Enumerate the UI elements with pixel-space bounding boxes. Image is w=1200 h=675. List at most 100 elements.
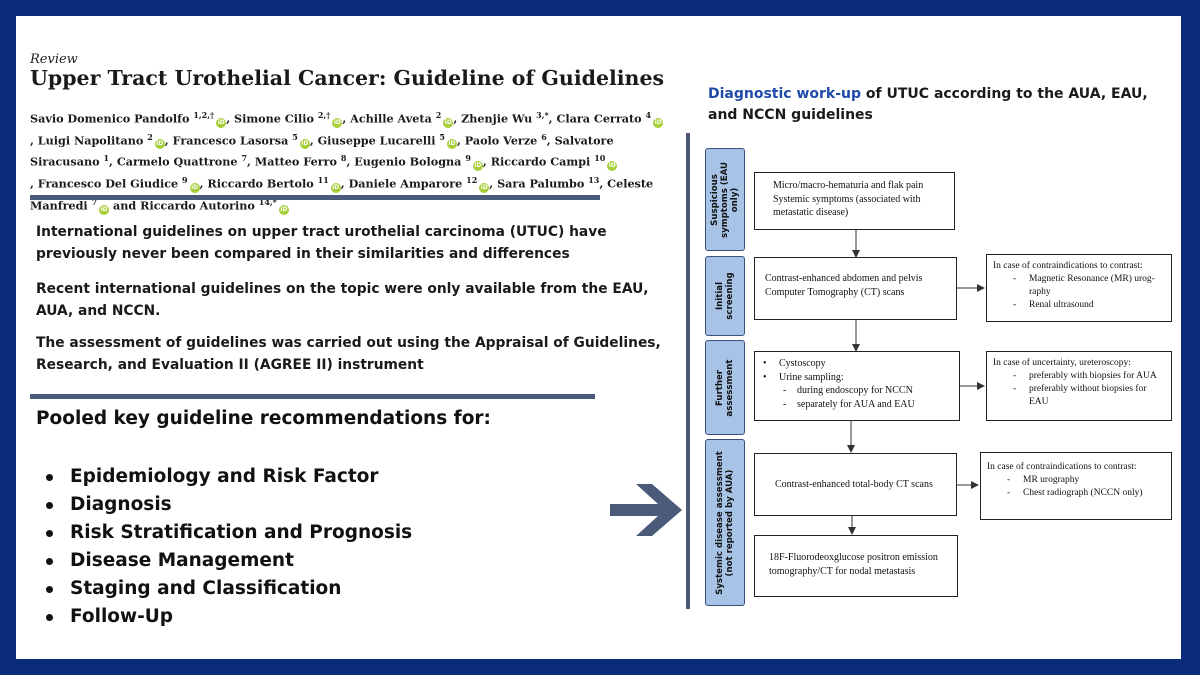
orcid-icon[interactable]: iD <box>216 117 227 128</box>
list-item: Risk Stratification and Prognosis <box>36 519 412 547</box>
author-separator: , <box>164 133 173 148</box>
author-name: Simone Cilio <box>234 111 314 126</box>
orcid-icon[interactable]: iD <box>446 139 457 150</box>
stage-initial-screening: Initial screening <box>705 256 745 336</box>
author-name: Paolo Verze <box>464 133 538 148</box>
bullet-icon <box>46 502 53 509</box>
author-separator: , <box>30 133 38 148</box>
recommendations-heading: Pooled key guideline recommendations for… <box>36 408 491 429</box>
author-separator: , <box>453 111 462 126</box>
author-separator: , <box>548 111 557 126</box>
list-item: Disease Management <box>36 547 412 575</box>
author-affiliation: 11 <box>317 175 329 186</box>
author-separator: and <box>109 198 141 213</box>
slide: Review Upper Tract Urothelial Cancer: Gu… <box>16 16 1181 659</box>
stage-suspicious-symptoms: Suspicious symptoms (EAU only) <box>705 148 745 251</box>
orcid-icon[interactable]: iD <box>189 182 200 193</box>
bullet-icon <box>46 614 53 621</box>
author-name: Clara Cerrato <box>556 111 642 126</box>
orcid-icon[interactable]: iD <box>154 139 165 150</box>
author-affiliation: 14,* <box>258 196 277 207</box>
orcid-icon[interactable]: iD <box>278 204 289 215</box>
stage-systemic-disease: Systemic disease assessment (not reporte… <box>705 439 745 606</box>
summary-point-1: International guidelines on upper tract … <box>36 224 607 262</box>
author-name: Celeste Manfredi <box>30 176 654 213</box>
bullet-icon <box>46 586 53 593</box>
author-affiliation: 2 <box>435 110 442 120</box>
uncertainty-box: In case of uncertainty, ureteroscopy: pr… <box>986 351 1172 421</box>
list-item: Follow-Up <box>36 603 412 631</box>
author-name: Zhenjie Wu <box>461 111 533 126</box>
orcid-icon[interactable]: iD <box>99 204 110 215</box>
orcid-icon[interactable]: iD <box>607 161 618 172</box>
author-affiliation: 5 <box>292 131 298 142</box>
section-divider-bottom <box>30 394 595 399</box>
author-separator: , <box>199 176 208 191</box>
author-list: Savio Domenico Pandolfo 1,2,†iD, Simone … <box>30 106 680 215</box>
author-separator: , <box>456 133 465 148</box>
right-arrow-icon <box>610 484 682 536</box>
author-affiliation: 5 <box>439 131 445 142</box>
section-divider-top <box>30 195 600 200</box>
orcid-icon[interactable]: iD <box>443 117 454 128</box>
orcid-icon[interactable]: iD <box>472 161 483 172</box>
author-separator: , <box>482 155 491 170</box>
author-separator: , <box>30 176 38 191</box>
author-name: Carmelo Quattrone <box>116 155 238 170</box>
author-affiliation: 2,† <box>317 110 331 120</box>
author-name: Giuseppe Lucarelli <box>317 133 436 148</box>
ct-scan-box: Contrast-enhanced abdomen and pelvis Com… <box>754 257 957 320</box>
bullet-icon <box>46 474 53 481</box>
author-affiliation: 2 <box>147 131 153 142</box>
author-affiliation: 12 <box>466 175 478 186</box>
stage-further-assessment: Further assessment <box>705 340 745 435</box>
author-name: Sara Palumbo <box>497 176 585 191</box>
flowchart-title: Diagnostic work-up of UTUC according to … <box>708 84 1178 126</box>
author-separator: , <box>247 155 255 170</box>
flowchart-title-rest: of UTUC according to the AUA, EAU, and N… <box>708 86 1148 123</box>
summary-point-2: Recent international guidelines on the t… <box>36 281 649 319</box>
author-separator: , <box>340 176 349 191</box>
author-name: Daniele Amparore <box>348 176 463 191</box>
orcid-icon[interactable]: iD <box>299 139 310 150</box>
article-type-label: Review <box>30 52 78 67</box>
author-affiliation: 1 <box>103 153 110 164</box>
author-name: Francesco Lasorsa <box>172 133 289 148</box>
symptoms-box: Micro/macro-hematuria and flak pain Syst… <box>754 172 955 230</box>
summary-point-3: The assessment of guidelines was carried… <box>36 335 661 373</box>
author-affiliation: 9 <box>465 153 471 164</box>
author-name: Achille Aveta <box>350 111 432 126</box>
author-affiliation: 3,* <box>536 110 549 120</box>
author-name: Savio Domenico Pandolfo <box>30 111 190 126</box>
list-item: Epidemiology and Risk Factor <box>36 463 412 491</box>
flowchart-connectors <box>847 230 985 535</box>
column-divider <box>686 133 690 609</box>
author-name: Riccardo Campi <box>490 155 591 170</box>
flowchart-title-accent: Diagnostic work-up <box>708 86 862 102</box>
total-body-ct-box: Contrast-enhanced total-body CT scans <box>754 453 957 516</box>
author-separator: , <box>109 155 117 170</box>
bullet-icon <box>46 558 53 565</box>
author-separator: , <box>546 133 555 148</box>
orcid-icon[interactable]: iD <box>332 117 343 128</box>
author-separator: , <box>342 111 351 126</box>
author-separator: , <box>226 111 235 126</box>
orcid-icon[interactable]: iD <box>479 182 490 193</box>
author-affiliation: 8 <box>340 153 347 164</box>
bullet-icon <box>46 530 53 537</box>
total-body-alternatives-box: In case of contraindications to contrast… <box>980 452 1172 520</box>
paper-title: Upper Tract Urothelial Cancer: Guideline… <box>30 66 665 90</box>
author-name: Riccardo Bertolo <box>207 176 314 191</box>
author-affiliation: 6 <box>541 131 547 142</box>
recommendations-list: Epidemiology and Risk Factor Diagnosis R… <box>36 463 412 631</box>
orcid-icon[interactable]: iD <box>330 182 341 193</box>
orcid-icon[interactable]: iD <box>653 117 664 128</box>
author-separator: , <box>489 176 498 191</box>
author-affiliation: 7 <box>241 153 248 164</box>
author-affiliation: 4 <box>645 110 652 120</box>
list-item: Staging and Classification <box>36 575 412 603</box>
author-separator: , <box>599 176 608 191</box>
further-assessment-box: Cystoscopy Urine sampling: during endosc… <box>754 351 960 421</box>
author-affiliation: 13 <box>588 175 600 186</box>
pet-ct-box: 18F-Fluorodeoxglucose positron emission … <box>754 535 958 597</box>
